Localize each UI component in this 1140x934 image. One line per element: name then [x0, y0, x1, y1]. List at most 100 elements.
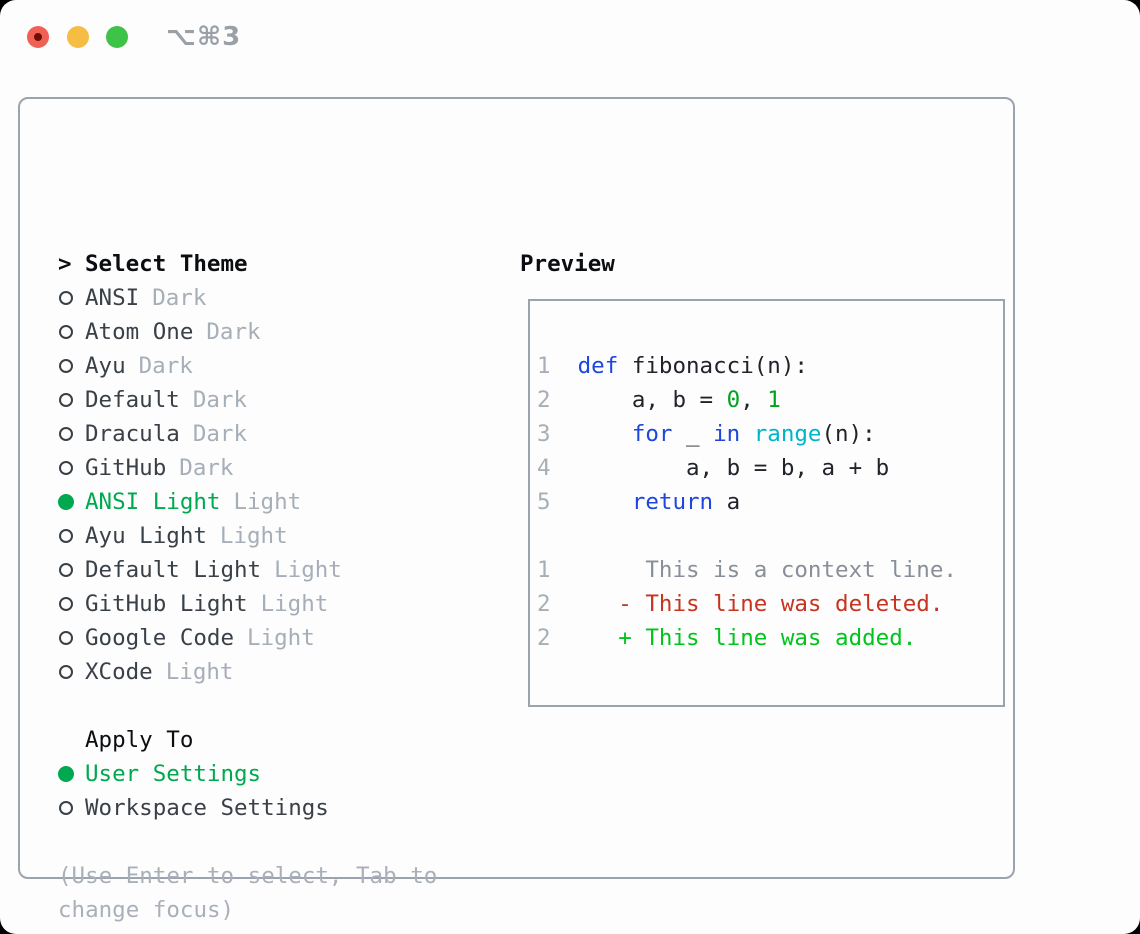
apply-option-name: Workspace Settings — [85, 795, 329, 821]
theme-variant-tag: Dark — [192, 387, 248, 413]
theme-option-ansi[interactable]: ANSI Dark — [58, 281, 498, 315]
theme-variant-tag: Dark — [192, 421, 248, 447]
theme-list-title: Select Theme — [85, 251, 248, 277]
code-token: for — [631, 421, 673, 447]
theme-name: Google Code — [85, 625, 235, 651]
theme-name: Ayu Light — [85, 523, 207, 549]
theme-variant-tag: Dark — [138, 353, 193, 379]
code-token: This is a context line. — [577, 557, 957, 583]
code-line: 2 - This line was deleted. — [537, 587, 1003, 621]
theme-name: ANSI — [85, 285, 140, 311]
theme-option-ayu[interactable]: Ayu Dark — [58, 349, 498, 383]
code-line: 2 + This line was added. — [537, 621, 1003, 655]
code-token: return — [631, 489, 714, 515]
window-shortcut-label: ⌥⌘3 — [166, 22, 242, 52]
theme-option-atom-one[interactable]: Atom One Dark — [58, 315, 498, 349]
theme-variant-tag: Light — [219, 523, 288, 549]
radio-unselected-icon — [58, 655, 85, 689]
theme-variant-tag: Light — [247, 625, 315, 651]
radio-unselected-icon — [58, 315, 85, 349]
code-token: 0 — [726, 387, 741, 413]
line-number: 1 — [537, 353, 578, 379]
code-token: in — [713, 421, 741, 447]
code-token: (n): — [821, 421, 876, 447]
radio-unselected-icon — [58, 791, 85, 825]
spacer — [58, 689, 498, 723]
radio-unselected-icon — [58, 519, 85, 553]
maximize-button[interactable] — [106, 26, 128, 48]
theme-name: Atom One — [85, 319, 194, 345]
theme-option-ayu-light[interactable]: Ayu Light Light — [58, 519, 498, 553]
radio-unselected-icon — [58, 281, 85, 315]
line-number: 2 — [537, 387, 578, 413]
theme-name: Default — [85, 387, 180, 413]
theme-option-default[interactable]: Default Dark — [58, 383, 498, 417]
theme-option-google-code[interactable]: Google Code Light — [58, 621, 498, 655]
line-number: 5 — [537, 489, 578, 515]
code-token: 1 — [767, 387, 781, 413]
theme-name: Default Light — [85, 557, 262, 583]
focus-caret-icon: > — [58, 251, 72, 277]
code-line: 4 a, b = b, a + b — [537, 451, 1003, 485]
theme-name: GitHub — [85, 455, 167, 481]
apply-to-header: Apply To — [58, 723, 498, 757]
theme-option-ansi-light[interactable]: ANSI Light Light — [58, 485, 498, 519]
line-number — [537, 523, 578, 549]
code-line: 3 for _ in range(n): — [537, 417, 1003, 451]
code-token: fibonacci(n): — [618, 353, 808, 379]
theme-name: ANSI Light — [85, 489, 221, 515]
radio-unselected-icon — [58, 587, 85, 621]
minimize-button[interactable] — [67, 26, 89, 48]
close-button[interactable] — [27, 26, 49, 48]
apply-option-workspace-settings[interactable]: Workspace Settings — [58, 791, 498, 825]
theme-variant-tag: Dark — [152, 285, 207, 311]
theme-variant-tag: Dark — [206, 319, 261, 345]
code-token: range — [753, 421, 822, 447]
code-line: 2 a, b = 0, 1 — [537, 383, 1003, 417]
line-number: 4 — [537, 455, 578, 481]
apply-to-title: Apply To — [85, 727, 194, 753]
line-number: 2 — [537, 625, 578, 651]
code-token: - This line was deleted. — [577, 591, 944, 617]
theme-list-header: > Select Theme — [58, 247, 498, 281]
hint-text: (Use Enter to select, Tab to — [58, 859, 498, 893]
radio-unselected-icon — [58, 451, 85, 485]
apply-option-name: User Settings — [85, 761, 262, 787]
theme-option-xcode[interactable]: XCode Light — [58, 655, 498, 689]
hint-line: change focus) — [58, 897, 235, 923]
titlebar: ⌥⌘3 — [0, 0, 1140, 74]
theme-variant-tag: Dark — [179, 455, 234, 481]
spacer — [58, 825, 498, 859]
line-number: 2 — [537, 591, 578, 617]
radio-unselected-icon — [58, 349, 85, 383]
code-line: 1 This is a context line. — [537, 553, 1003, 587]
code-token — [578, 421, 632, 447]
theme-name: XCode — [85, 659, 153, 685]
code-token: a, b = b, a + b — [577, 455, 890, 481]
theme-option-github[interactable]: GitHub Dark — [58, 451, 498, 485]
hint-line: (Use Enter to select, Tab to — [58, 863, 438, 889]
theme-variant-tag: Light — [165, 659, 234, 685]
theme-variant-tag: Light — [233, 489, 302, 515]
theme-variant-tag: Light — [260, 591, 329, 617]
radio-unselected-icon — [58, 553, 85, 587]
code-token: , — [740, 387, 768, 413]
code-token: _ — [672, 421, 714, 447]
code-token — [740, 421, 754, 447]
radio-unselected-icon — [58, 621, 85, 655]
code-token: a — [713, 489, 741, 515]
unsaved-dot-icon — [34, 33, 42, 41]
radio-unselected-icon — [58, 417, 85, 451]
indent — [58, 723, 85, 757]
theme-name: Ayu — [85, 353, 126, 379]
apply-option-user-settings[interactable]: User Settings — [58, 757, 498, 791]
line-number: 3 — [537, 421, 578, 447]
line-number: 1 — [537, 557, 578, 583]
